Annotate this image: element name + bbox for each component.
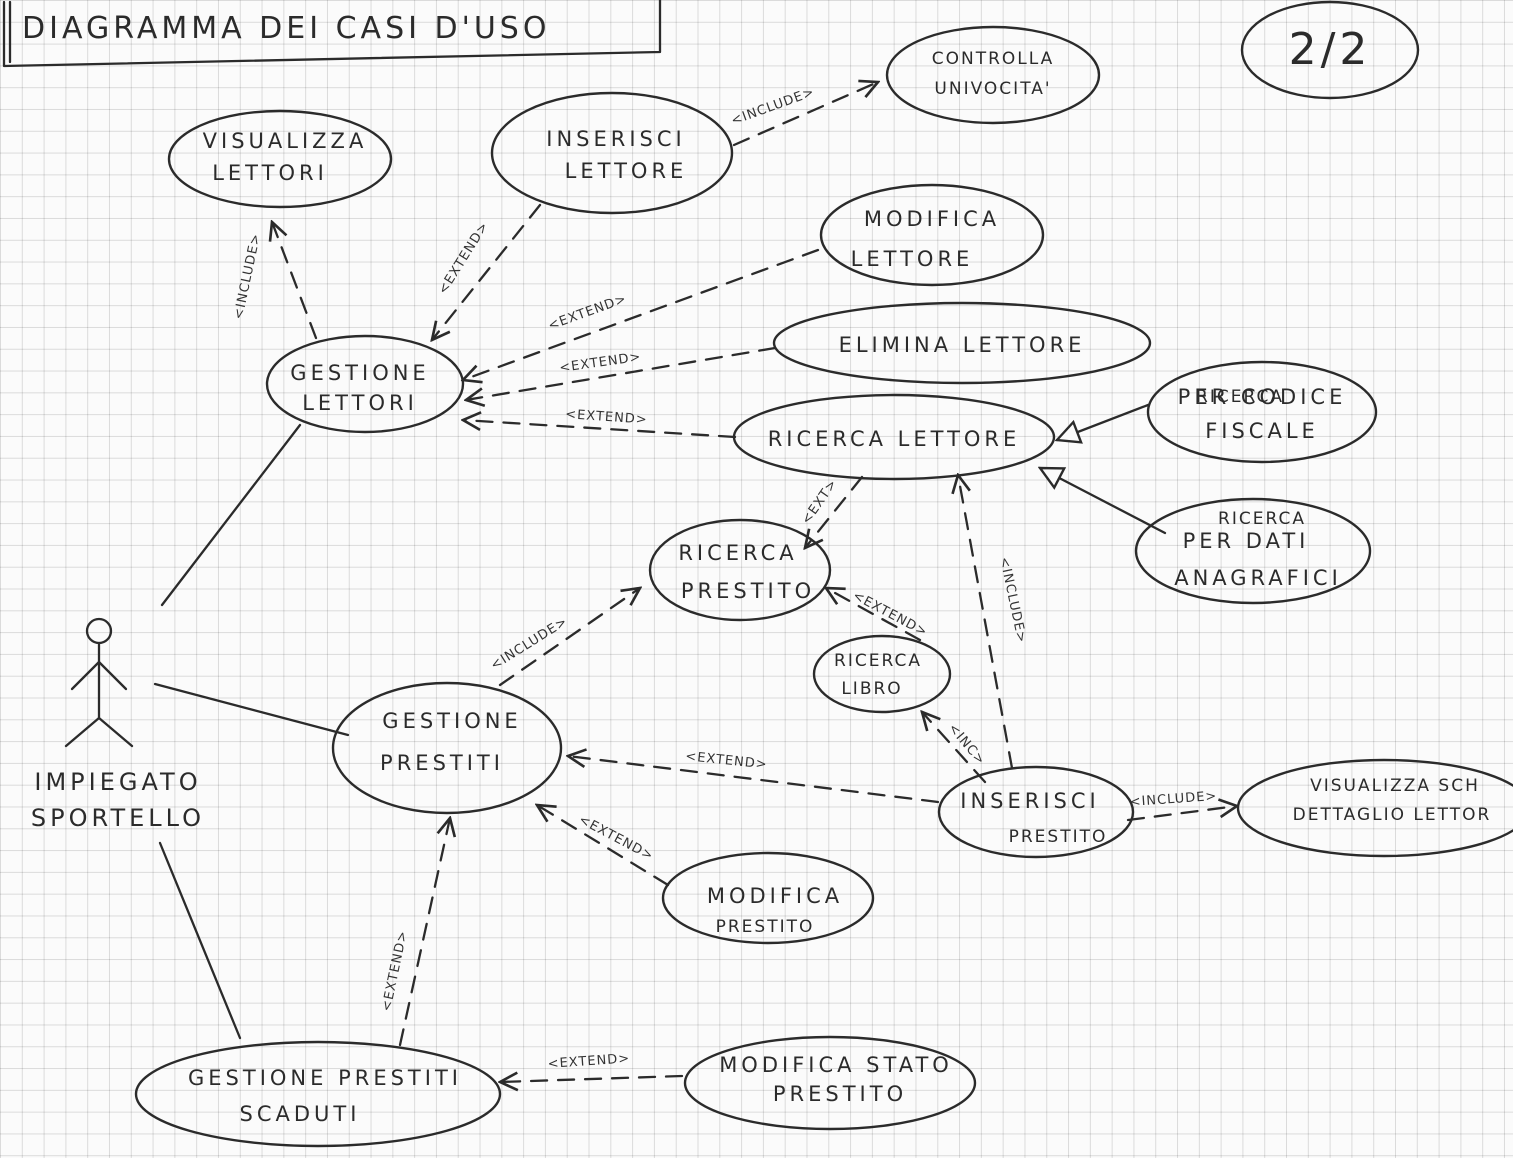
uc-inserisci-prestito-line1: INSERISCI: [960, 789, 1099, 813]
label-extend-modifica: <EXTEND>: [546, 291, 629, 333]
uc-ricerca-prestito-line1: RICERCA: [678, 541, 797, 565]
rel-extend-scaduti: [398, 818, 450, 1047]
uc-visualizza-lettori-line2: LETTORI: [212, 161, 328, 185]
uc-gestione-lettori-line1: GESTIONE: [290, 361, 429, 385]
label-ext-ricerca-prestito: <EXT>: [799, 476, 841, 527]
diagram-title: DIAGRAMMA DEI CASI D'USO: [22, 11, 550, 46]
label-extend-modifica-stato: <EXTEND>: [547, 1051, 630, 1072]
uc-inserisci-lettore-line2: LETTORE: [565, 159, 688, 183]
relationships: [272, 82, 1237, 1082]
uc-modifica-prestito-line2: PRESTITO: [716, 917, 815, 937]
label-include-ricerca-lettore: <INCLUDE>: [996, 556, 1029, 645]
uc-ricerca-dati-anagrafici: [1134, 497, 1372, 605]
rel-gen-dati-anagrafici: [1040, 468, 1167, 535]
rel-include-visualizza-scheda: [1126, 806, 1237, 822]
uc-gestione-lettori: [265, 334, 465, 434]
uc-ricerca-prestito-line2: PRESTITO: [681, 579, 815, 603]
rel-include-ricerca-lettore: [958, 475, 1014, 770]
uc-ricerca-dati-anagrafici-line1: RICERCA: [1218, 509, 1306, 529]
uc-modifica-stato-prestito: [683, 1035, 977, 1131]
rel-extend-modifica-prestito: [537, 805, 670, 887]
uc-ricerca-codice-fiscale-line1: RICERCA: [1196, 387, 1284, 407]
uc-visualizza-scheda-line2: DETTAGLIO LETTOR: [1293, 805, 1492, 825]
uc-visualizza-lettori-line1: VISUALIZZA: [203, 129, 368, 153]
rel-include-univocita: [732, 82, 878, 147]
uc-gestione-prestiti: [331, 681, 563, 815]
use-case-labels: CONTROLLA UNIVOCITA' VISUALIZZA LETTORI …: [188, 49, 1492, 1126]
actor-figure: IMPIEGATO SPORTELLO: [31, 617, 205, 832]
rel-include-visualizza: [272, 222, 318, 340]
uc-gestione-lettori-line2: LETTORI: [302, 391, 418, 415]
rel-inc-ricerca-libro: [922, 712, 987, 784]
uc-modifica-lettore: [819, 183, 1045, 287]
label-extend-ricerca-libro: <EXTEND>: [850, 588, 930, 640]
uc-ricerca-libro-line2: LIBRO: [841, 679, 902, 699]
uc-ricerca-lettore-label: RICERCA LETTORE: [768, 427, 1021, 451]
uc-ricerca-dati-anagrafici-line3: ANAGRAFICI: [1174, 566, 1342, 590]
uc-inserisci-prestito-line2: PRESTITO: [1009, 827, 1108, 847]
uc-controlla-univocita-line2: UNIVOCITA': [934, 79, 1051, 99]
rel-extend-modifica: [463, 248, 820, 380]
uc-ricerca-codice-fiscale: [1146, 360, 1378, 464]
actor-associations: [153, 423, 350, 1040]
title-box: DIAGRAMMA DEI CASI D'USO: [2, 0, 662, 68]
page-number: 2/2: [1289, 24, 1372, 75]
page-number-badge: 2/2: [1240, 0, 1420, 100]
uc-controlla-univocita-line1: CONTROLLA: [932, 49, 1055, 69]
uc-gestione-prestiti-scaduti-line1: GESTIONE PRESTITI: [188, 1066, 462, 1090]
label-extend-inserisci: <EXTEND>: [436, 219, 492, 297]
uc-ricerca-prestito: [648, 518, 832, 622]
label-include-univocita: <INCLUDE>: [729, 85, 817, 129]
label-extend-inserisci-prestito: <EXTEND>: [685, 749, 769, 773]
uc-gestione-prestiti-line2: PRESTITI: [380, 751, 504, 775]
label-extend-scaduti: <EXTEND>: [379, 929, 411, 1013]
label-include-visualizza-scheda: <INCLUDE>: [1129, 789, 1218, 810]
uc-gestione-prestiti-line1: GESTIONE: [382, 709, 521, 733]
uc-modifica-lettore-line1: MODIFICA: [864, 207, 1000, 231]
label-extend-modifica-prestito: <EXTEND>: [576, 812, 656, 864]
uc-ricerca-codice-fiscale-line3: FISCALE: [1205, 419, 1319, 443]
uc-inserisci-lettore-line1: INSERISCI: [546, 127, 685, 151]
rel-extend-inserisci: [432, 203, 542, 340]
uc-modifica-lettore-line2: LETTORE: [851, 247, 974, 271]
rel-gen-codice-fiscale: [1057, 403, 1150, 440]
uc-modifica-prestito-line1: MODIFICA: [707, 884, 843, 908]
rel-extend-ricerca-libro: [826, 588, 922, 642]
uc-gestione-prestiti-scaduti: [134, 1040, 502, 1148]
uc-modifica-stato-prestito-line1: MODIFICA STATO: [719, 1053, 953, 1077]
uc-elimina-lettore: [772, 301, 1152, 385]
use-case-ovals: [134, 25, 1513, 1148]
uc-elimina-lettore-label: ELIMINA LETTORE: [839, 333, 1086, 357]
rel-extend-modifica-stato: [500, 1076, 684, 1082]
actor-name-line1: IMPIEGATO: [34, 768, 201, 796]
uc-modifica-stato-prestito-line2: PRESTITO: [773, 1082, 907, 1106]
uc-ricerca-libro-line1: RICERCA: [834, 651, 922, 671]
rel-extend-ricerca-lettore: [463, 420, 737, 439]
uc-ricerca-codice-fiscale-line2: PER CODICE: [1178, 385, 1347, 409]
uc-visualizza-lettori: [167, 109, 393, 209]
label-extend-ricerca-lettore: <EXTEND>: [565, 407, 648, 428]
uc-ricerca-dati-anagrafici-line2: PER DATI: [1183, 529, 1310, 553]
rel-include-ricerca-prestito: [498, 588, 640, 687]
rel-ext-ricerca-prestito: [805, 475, 864, 548]
uc-inserisci-lettore: [490, 91, 734, 215]
label-include-visualizza: <INCLUDE>: [231, 232, 264, 321]
rel-extend-inserisci-prestito: [568, 756, 940, 804]
uc-modifica-prestito: [661, 851, 875, 945]
uc-ricerca-libro: [812, 634, 952, 714]
uc-controlla-univocita: [885, 25, 1101, 125]
actor-name-line2: SPORTELLO: [31, 804, 205, 832]
uc-gestione-prestiti-scaduti-line2: SCADUTI: [240, 1102, 361, 1126]
uc-inserisci-prestito: [937, 765, 1135, 859]
uc-visualizza-scheda-line1: VISUALIZZA SCH: [1310, 776, 1480, 796]
